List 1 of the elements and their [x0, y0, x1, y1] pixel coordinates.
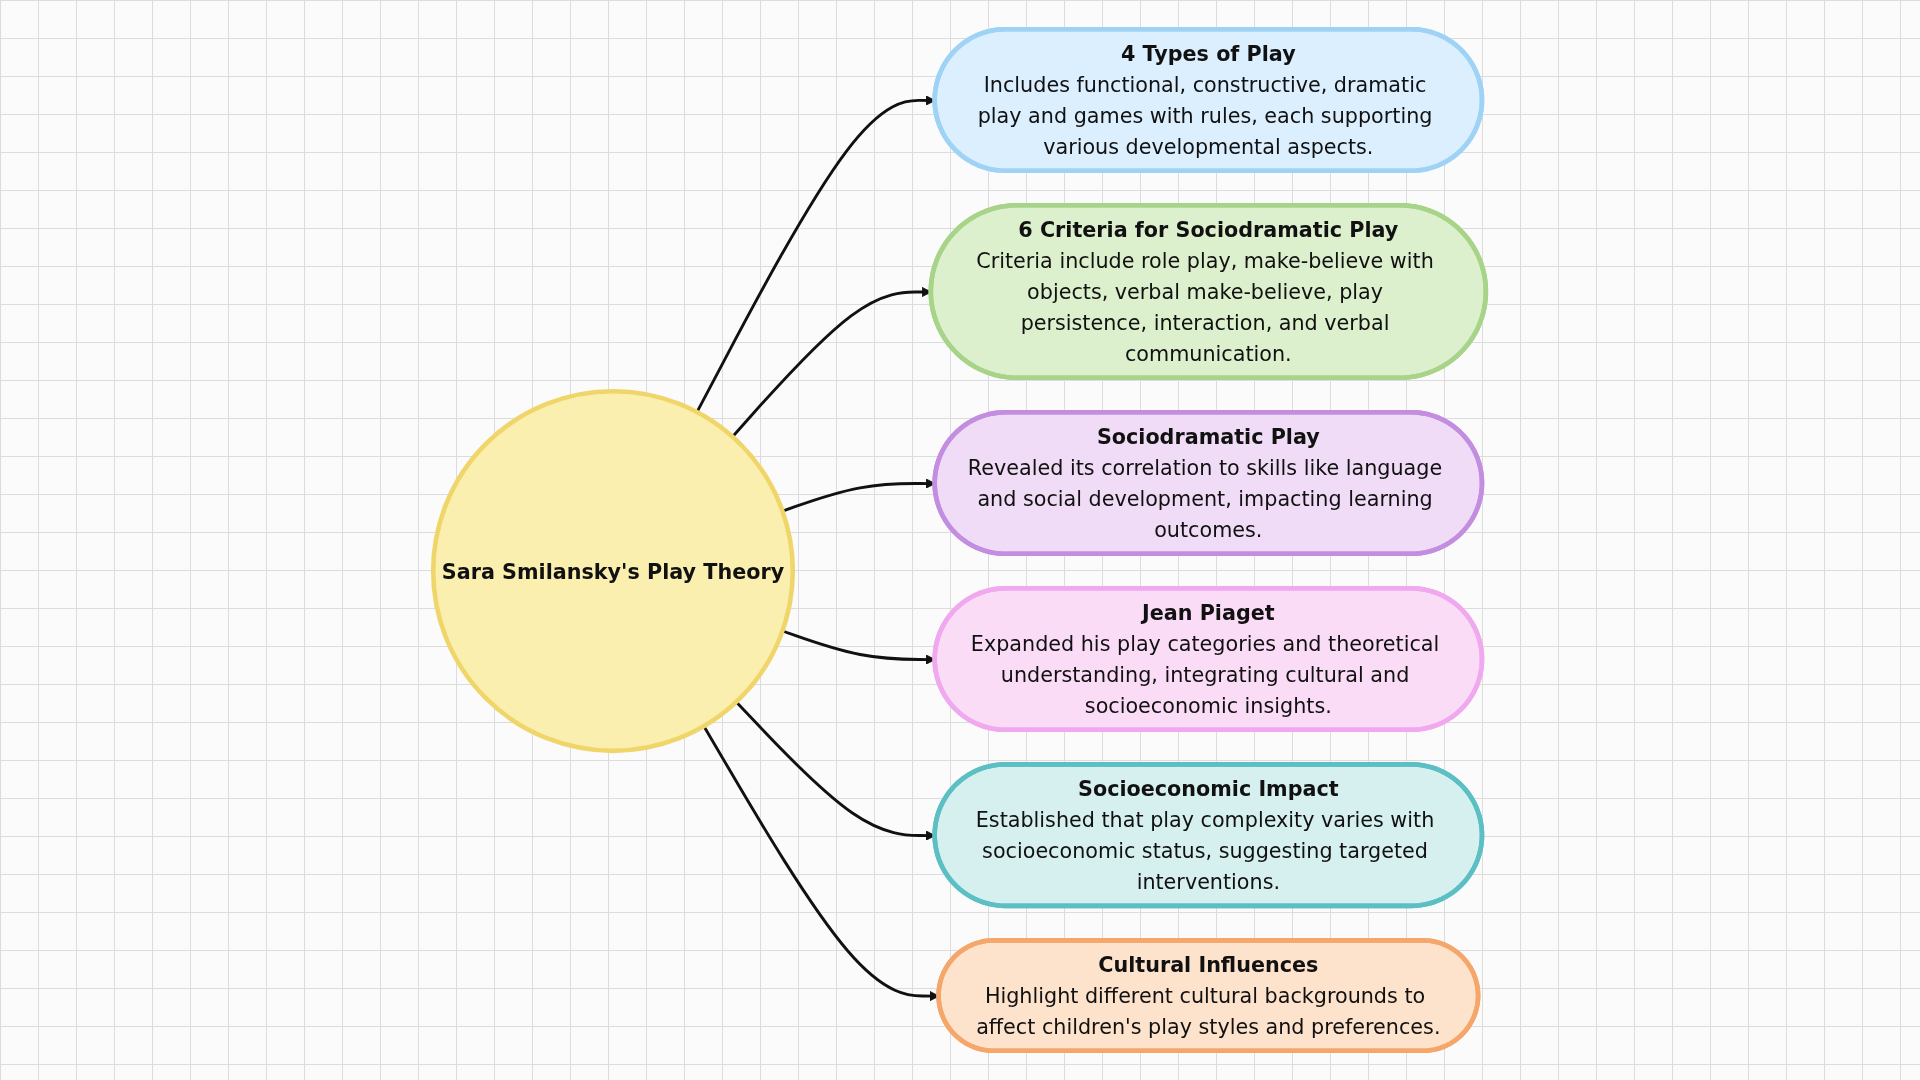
node-circle: Sara Smilansky's Play Theory [431, 388, 796, 754]
